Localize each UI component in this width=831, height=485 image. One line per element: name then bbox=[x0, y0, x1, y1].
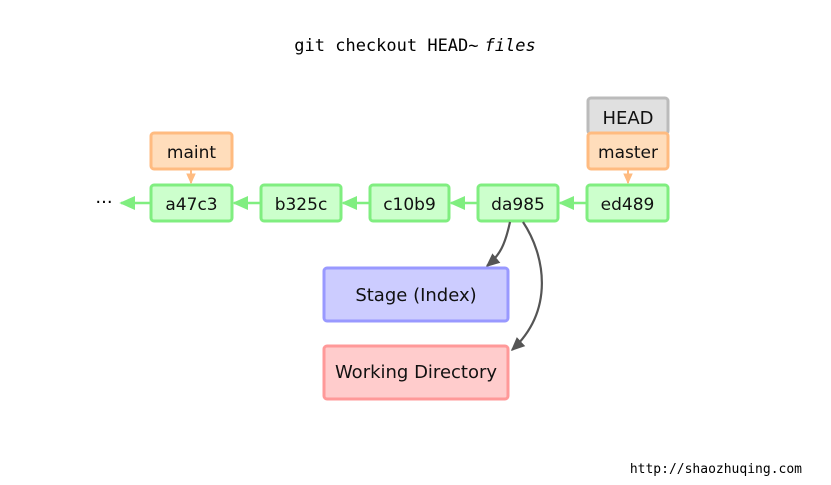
commit-ed489: ed489 bbox=[585, 183, 670, 223]
checkout-arrow-to-working bbox=[510, 221, 543, 352]
footer-url: http://shaozhuqing.com bbox=[630, 462, 802, 477]
stage-index-box: Stage (Index) bbox=[322, 266, 510, 323]
checkout-arrow-to-stage bbox=[485, 221, 512, 267]
diagram-title: git checkout HEAD~ files bbox=[294, 36, 535, 56]
commit-c10b9: c10b9 bbox=[368, 183, 451, 223]
commit-label: da985 bbox=[491, 195, 545, 215]
commit-a47c3: a47c3 bbox=[149, 183, 234, 223]
branch-label: master bbox=[598, 143, 658, 163]
branch-label: maint bbox=[167, 143, 216, 163]
working-directory-label: Working Directory bbox=[335, 362, 497, 383]
commit-label: ed489 bbox=[601, 195, 655, 215]
title-command: git checkout HEAD~ bbox=[294, 36, 478, 56]
head-label: HEAD bbox=[602, 108, 653, 129]
commit-label: b325c bbox=[275, 195, 328, 215]
commit-label: a47c3 bbox=[165, 195, 217, 215]
commit-b325c: b325c bbox=[259, 183, 343, 223]
commit-label: c10b9 bbox=[383, 195, 436, 215]
commit-da985: da985 bbox=[476, 183, 560, 223]
head-ref: HEAD bbox=[586, 96, 670, 136]
title-argument: files bbox=[485, 36, 536, 56]
working-directory-box: Working Directory bbox=[322, 344, 510, 401]
branch-maint: maint bbox=[149, 131, 234, 171]
history-ellipsis: ··· bbox=[95, 192, 112, 213]
stage-label: Stage (Index) bbox=[355, 285, 476, 306]
branch-master: master bbox=[586, 131, 670, 171]
